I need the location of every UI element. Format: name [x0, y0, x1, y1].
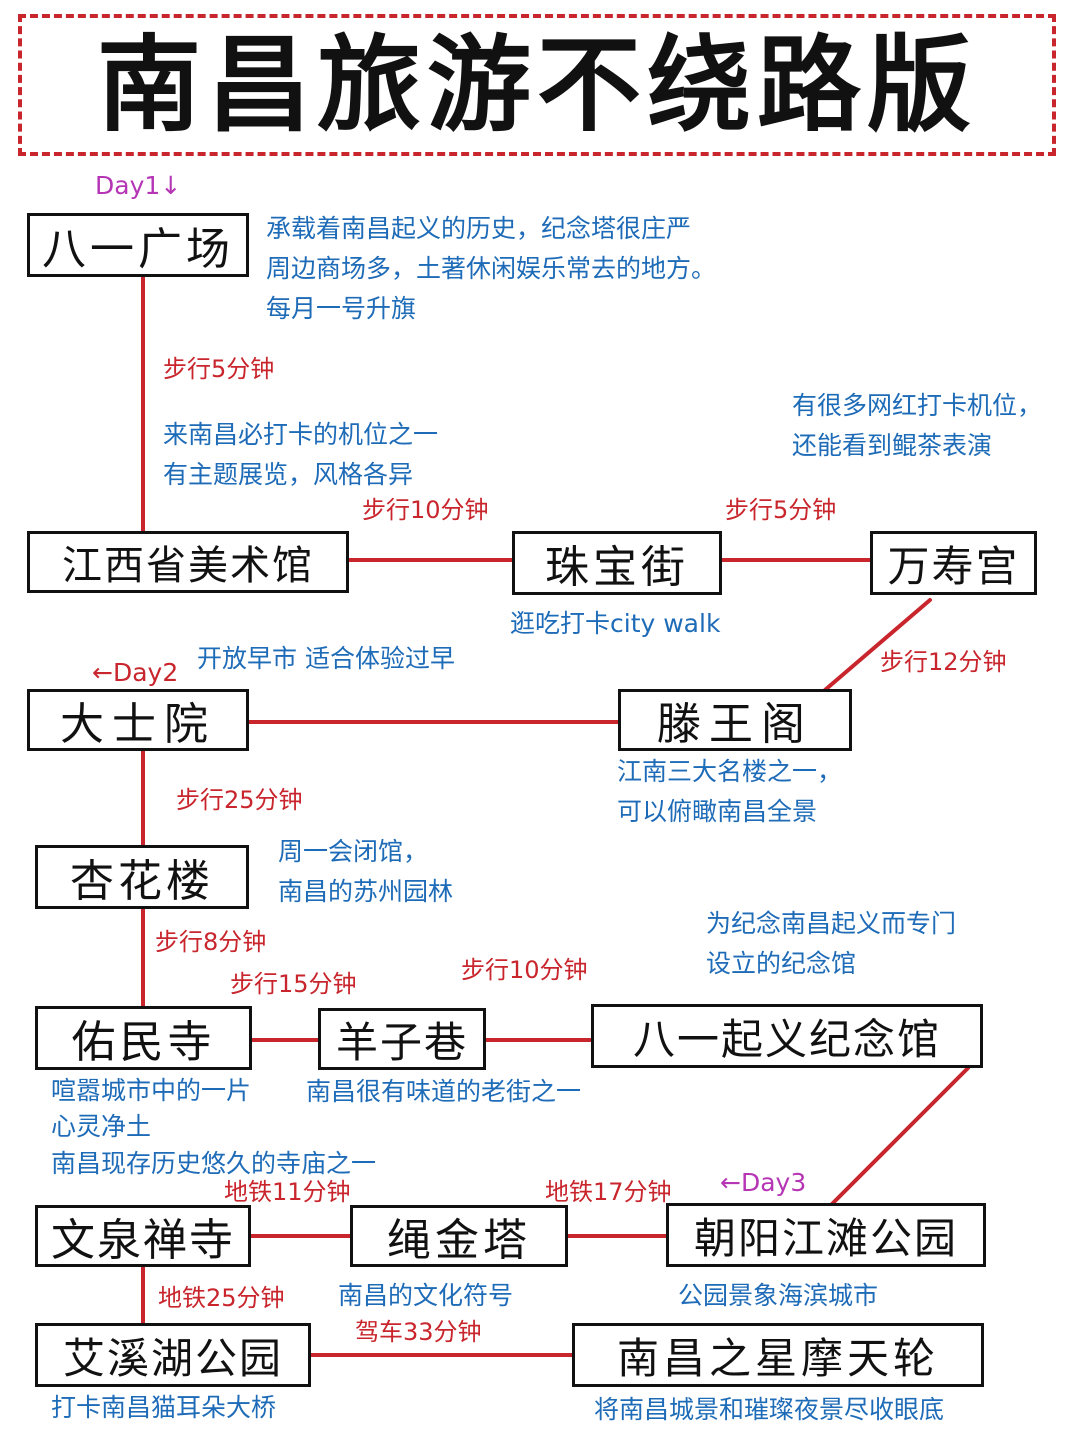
- node-shengjin-pagoda: 绳金塔: [350, 1205, 568, 1267]
- transit-walk-5-a: 步行5分钟: [163, 355, 275, 383]
- day2-marker: ←Day2: [92, 658, 179, 687]
- transit-metro-25: 地铁25分钟: [158, 1284, 285, 1312]
- node-tengwang-pavilion: 滕王阁: [618, 689, 852, 751]
- transit-metro-11: 地铁11分钟: [224, 1178, 351, 1206]
- desc-chaoyang-park: 公园景象海滨城市: [678, 1281, 879, 1310]
- desc-jewelry-street: 逛吃打卡city walk: [510, 609, 721, 638]
- node-xinghua-tower: 杏花楼: [35, 845, 249, 909]
- desc-tengwang-pavilion: 江南三大名楼之一， 可以俯瞰南昌全景: [617, 752, 842, 832]
- route-memorial-to-chaoyang: [830, 1066, 970, 1206]
- desc-xinghua-tower: 周一会闭馆， 南昌的苏州园林: [278, 832, 453, 912]
- node-wanshou-palace: 万寿宫: [870, 531, 1037, 595]
- node-yangzi-lane: 羊子巷: [318, 1008, 486, 1070]
- desc-dashiyuan: 开放早市 适合体验过早: [197, 644, 455, 673]
- desc-line: 有很多网红打卡机位，: [792, 391, 1043, 420]
- route-wanshou-to-tengwang: [823, 598, 932, 692]
- node-wenquan-temple: 文泉禅寺: [35, 1205, 251, 1267]
- desc-aixi-lake-park: 打卡南昌猫耳朵大桥: [51, 1393, 277, 1422]
- desc-star-ferris-wheel: 将南昌城景和璀璨夜景尽收眼底: [594, 1395, 945, 1424]
- desc-bayi-memorial: 为纪念南昌起义而专门 设立的纪念馆: [706, 904, 956, 984]
- node-aixi-lake-park: 艾溪湖公园: [35, 1323, 311, 1387]
- node-art-museum: 江西省美术馆: [27, 531, 349, 593]
- desc-bayi-square: 承载着南昌起义的历史，纪念塔很庄严 周边商场多，土著休闲娱乐常去的地方。 每月一…: [266, 209, 716, 329]
- node-bayi-square: 八一广场: [27, 213, 249, 277]
- desc-wanshou-palace: 有很多网红打卡机位， 还能看到鲲茶表演: [792, 386, 1042, 466]
- desc-line: 每月一号升旗: [266, 294, 417, 323]
- desc-line: 南昌现存历史悠久的寺庙之一: [51, 1148, 377, 1178]
- transit-metro-17: 地铁17分钟: [545, 1178, 672, 1206]
- desc-line: 南昌的苏州园林: [278, 877, 454, 906]
- desc-line: 心灵净土: [51, 1112, 152, 1142]
- node-chaoyang-park: 朝阳江滩公园: [666, 1203, 986, 1267]
- transit-walk-15: 步行15分钟: [230, 970, 357, 998]
- desc-line: 江南三大名楼之一，: [617, 757, 843, 786]
- day3-marker: ←Day3: [720, 1168, 807, 1197]
- desc-line: 有主题展览，风格各异: [163, 460, 414, 489]
- transit-walk-8: 步行8分钟: [155, 928, 267, 956]
- desc-line: 喧嚣城市中的一片: [51, 1076, 252, 1105]
- transit-drive-33: 驾车33分钟: [355, 1318, 482, 1346]
- desc-line: 设立的纪念馆: [706, 949, 857, 978]
- desc-yangzi-lane: 南昌很有味道的老街之一: [306, 1077, 582, 1106]
- desc-youmin-temple: 喧嚣城市中的一片 心灵净土 南昌现存历史悠久的寺庙之一: [51, 1073, 376, 1182]
- transit-walk-10-b: 步行10分钟: [461, 956, 588, 984]
- transit-walk-10-a: 步行10分钟: [362, 496, 489, 524]
- node-jewelry-street: 珠宝街: [512, 531, 722, 595]
- transit-walk-25: 步行25分钟: [176, 786, 303, 814]
- desc-line: 来南昌必打卡的机位之一: [163, 420, 439, 449]
- desc-line: 周边商场多，土著休闲娱乐常去的地方。: [266, 254, 717, 283]
- node-youmin-temple: 佑民寺: [35, 1006, 252, 1070]
- node-bayi-memorial: 八一起义纪念馆: [591, 1004, 983, 1068]
- node-star-ferris-wheel: 南昌之星摩天轮: [572, 1323, 984, 1387]
- node-dashiyuan: 大士院: [27, 689, 249, 751]
- desc-art-museum: 来南昌必打卡的机位之一 有主题展览，风格各异: [163, 415, 438, 495]
- transit-walk-5-b: 步行5分钟: [725, 496, 837, 524]
- title-frame: 南昌旅游不绕路版: [18, 14, 1056, 156]
- desc-line: 还能看到鲲茶表演: [792, 431, 993, 460]
- transit-walk-12: 步行12分钟: [880, 648, 1007, 676]
- page-title: 南昌旅游不绕路版: [96, 23, 977, 146]
- desc-shengjin-pagoda: 南昌的文化符号: [338, 1281, 514, 1310]
- desc-line: 承载着南昌起义的历史，纪念塔很庄严: [266, 214, 692, 243]
- day1-marker: Day1↓: [95, 171, 182, 200]
- desc-line: 为纪念南昌起义而专门: [706, 909, 957, 938]
- desc-line: 周一会闭馆，: [278, 837, 429, 866]
- desc-line: 可以俯瞰南昌全景: [617, 797, 818, 826]
